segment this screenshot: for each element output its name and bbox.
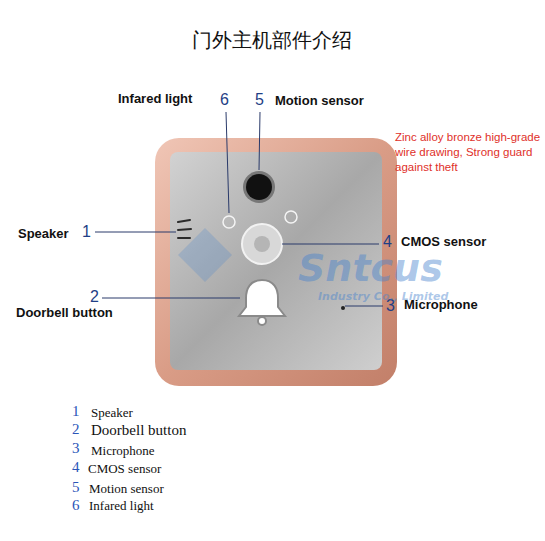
part-name: Speaker [18, 226, 69, 242]
microphone-hole [341, 306, 345, 310]
material-note: Zinc alloy bronze high-grade wire drawin… [395, 130, 541, 175]
part-name: Infared light [118, 91, 192, 107]
watermark: Industry Co., Limited [318, 290, 448, 303]
motion-sensor [246, 174, 272, 200]
list-number: 2 [72, 420, 80, 438]
page-title: 门外主机部件介绍 [192, 28, 352, 52]
list-item: Motion sensor [89, 481, 164, 497]
list-item: Doorbell button [91, 421, 186, 439]
list-item: Microphone [91, 443, 155, 459]
infrared-light [285, 211, 297, 223]
list-item: Speaker [91, 405, 133, 421]
list-number: 3 [72, 439, 80, 457]
callout-number: 2 [90, 287, 99, 306]
part-name: Doorbell button [16, 305, 113, 321]
list-item: CMOS sensor [88, 461, 161, 477]
motion-sensor-ring [243, 171, 275, 203]
list-number: 5 [72, 478, 80, 496]
list-number: 1 [72, 402, 80, 420]
callout-number: 5 [255, 90, 264, 109]
list-number: 6 [72, 496, 80, 514]
infrared-light [223, 216, 235, 228]
callout-number: 6 [220, 90, 229, 109]
list-number: 4 [72, 458, 80, 476]
callout-number: 1 [82, 222, 91, 241]
doorbell-button [239, 280, 285, 316]
watermark-logo [178, 228, 232, 282]
cmos-sensor [242, 224, 282, 264]
cmos-lens [254, 236, 270, 252]
watermark: Sntcus [298, 246, 443, 292]
list-item: Infared light [89, 498, 154, 514]
bell-clapper [258, 317, 266, 325]
part-name: Motion sensor [275, 93, 364, 109]
speaker-grille [178, 220, 191, 238]
